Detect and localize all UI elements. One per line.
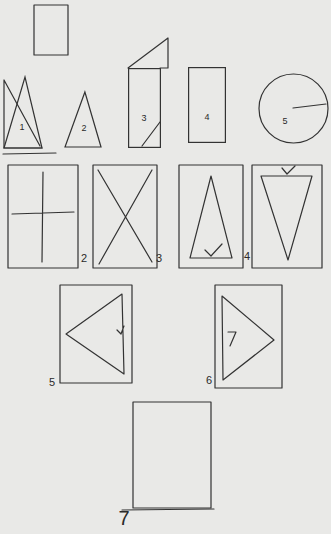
small-rectangle bbox=[34, 5, 68, 55]
baseline bbox=[122, 509, 214, 510]
downward-triangle bbox=[261, 166, 312, 260]
frame bbox=[252, 165, 322, 268]
frame bbox=[60, 285, 132, 383]
shape-outline bbox=[258, 73, 329, 144]
shape-outline bbox=[3, 75, 43, 149]
shape-number: 5 bbox=[282, 116, 287, 126]
rectangle-flap bbox=[128, 38, 168, 146]
shape-outline bbox=[188, 67, 226, 143]
underline bbox=[3, 153, 56, 154]
left-triangle bbox=[66, 294, 124, 374]
upward-triangle bbox=[190, 176, 232, 258]
outline bbox=[4, 77, 42, 148]
frame bbox=[133, 402, 211, 508]
frame bbox=[215, 285, 282, 388]
shape-node: 4 bbox=[188, 67, 226, 143]
figure-number: 6 bbox=[206, 374, 212, 387]
shape-node: 2 bbox=[64, 90, 102, 148]
figure-number: 4 bbox=[244, 250, 250, 263]
triangle-construction-lines bbox=[4, 80, 42, 148]
shape-number: 4 bbox=[204, 112, 209, 122]
frame bbox=[93, 165, 157, 268]
outline bbox=[189, 68, 226, 143]
frame bbox=[8, 165, 78, 268]
shape-outline bbox=[128, 68, 161, 148]
frame bbox=[179, 165, 243, 268]
figure-number: 3 bbox=[156, 252, 162, 265]
shape-number: 3 bbox=[141, 113, 146, 123]
shape-node: 5 bbox=[258, 73, 329, 144]
figure-number: 5 bbox=[49, 376, 55, 389]
figure-number: 7 bbox=[118, 507, 129, 529]
right-triangle bbox=[222, 296, 274, 380]
shape-node: 1 bbox=[3, 75, 43, 149]
figure-number: 2 bbox=[81, 252, 87, 265]
shape-number: 1 bbox=[19, 122, 24, 132]
diagonal-cross bbox=[98, 170, 152, 264]
shape-number: 2 bbox=[81, 123, 86, 133]
shape-outline bbox=[64, 90, 102, 148]
outline bbox=[129, 69, 161, 148]
shape-node: 3 bbox=[128, 68, 161, 148]
outline bbox=[65, 92, 101, 147]
outline bbox=[259, 74, 328, 143]
cross bbox=[12, 172, 74, 262]
circle-radius bbox=[293, 104, 326, 108]
